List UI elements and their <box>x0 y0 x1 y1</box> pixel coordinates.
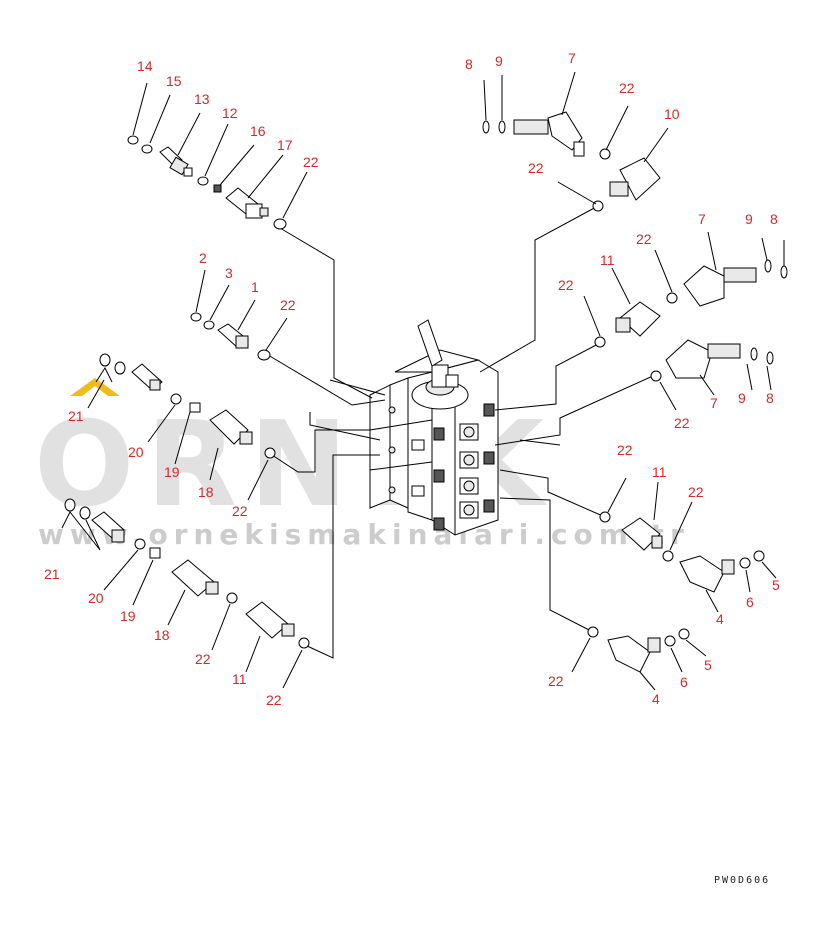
o-ring-12 <box>197 176 209 186</box>
o-ring-2 <box>190 312 202 322</box>
adapter-17 <box>225 187 269 219</box>
callout-22: 22 <box>674 415 690 431</box>
valve-ports <box>388 403 495 531</box>
callout-17: 17 <box>277 137 293 153</box>
callout-22: 22 <box>619 80 635 96</box>
callout-20: 20 <box>88 590 104 606</box>
callout-22: 22 <box>303 154 319 170</box>
o-ring-3 <box>203 320 215 330</box>
callout-9: 9 <box>738 390 746 406</box>
o-ring-22-a <box>273 218 287 230</box>
callout-22: 22 <box>280 297 296 313</box>
callout-8: 8 <box>770 211 778 227</box>
callout-10: 10 <box>664 106 680 122</box>
callout-2: 2 <box>199 250 207 266</box>
parts <box>64 111 788 673</box>
callout-18: 18 <box>198 484 214 500</box>
callout-8: 8 <box>465 56 473 72</box>
callout-7: 7 <box>710 395 718 411</box>
elbow-7-right-lower <box>665 339 741 379</box>
callout-1: 1 <box>251 279 259 295</box>
adapter-11-lower-left <box>245 601 295 639</box>
callout-22: 22 <box>558 277 574 293</box>
callout-18: 18 <box>154 627 170 643</box>
connector-21-lower <box>91 511 125 543</box>
callout-5: 5 <box>704 657 712 673</box>
elbow-7-right-upper <box>683 265 757 307</box>
callout-9: 9 <box>495 53 503 69</box>
callout-12: 12 <box>222 105 238 121</box>
callout-7: 7 <box>568 50 576 66</box>
callout-16: 16 <box>250 123 266 139</box>
callout-4: 4 <box>652 691 660 707</box>
callout-8: 8 <box>766 390 774 406</box>
callout-5: 5 <box>772 577 780 593</box>
callout-14: 14 <box>137 58 153 74</box>
callout-4: 4 <box>716 611 724 627</box>
elbow-4-lower <box>607 635 661 673</box>
adapter-18-lower <box>171 559 219 597</box>
plug-19-upper <box>189 402 201 413</box>
o-ring-22-b <box>257 349 271 361</box>
callout-9: 9 <box>745 211 753 227</box>
callout-22: 22 <box>617 442 633 458</box>
adapter-11-lower-right <box>621 517 663 551</box>
callout-22: 22 <box>195 651 211 667</box>
plug-19-lower <box>149 547 161 559</box>
callout-22: 22 <box>266 692 282 708</box>
callout-6: 6 <box>680 674 688 690</box>
elbow-7-top <box>513 111 585 157</box>
connector-13 <box>159 146 193 177</box>
callout-22: 22 <box>528 160 544 176</box>
connector-21-upper <box>131 363 163 391</box>
callout-labels: 14 15 13 12 16 17 22 2 3 1 22 21 20 19 1… <box>44 50 780 708</box>
callout-22: 22 <box>688 484 704 500</box>
elbow-10 <box>609 157 661 201</box>
watermark-url: www.ornekismakinalari.com.tr <box>38 518 690 551</box>
callout-6: 6 <box>746 594 754 610</box>
o-ring-14 <box>127 135 139 145</box>
callout-22: 22 <box>232 503 248 519</box>
o-ring-15 <box>141 144 153 154</box>
plug-16 <box>213 184 222 193</box>
callout-15: 15 <box>166 73 182 89</box>
callout-11: 11 <box>652 464 667 480</box>
drawing-code: PW0D606 <box>714 875 770 886</box>
watermark-accent-chevron <box>70 378 120 396</box>
adapter-18-upper <box>209 409 253 445</box>
callout-22: 22 <box>636 231 652 247</box>
callout-20: 20 <box>128 444 144 460</box>
control-valve-assembly <box>369 319 499 536</box>
elbow-4-upper <box>679 555 735 593</box>
callout-7: 7 <box>698 211 706 227</box>
connector-1 <box>217 323 249 349</box>
callout-11: 11 <box>232 671 247 687</box>
callout-21: 21 <box>68 408 84 424</box>
callout-19: 19 <box>120 608 136 624</box>
adapter-11-upper-right <box>615 301 661 337</box>
callout-21: 21 <box>44 566 60 582</box>
callout-19: 19 <box>164 464 180 480</box>
callout-11: 11 <box>600 252 615 268</box>
connection-lines <box>267 205 656 659</box>
callout-leaders <box>61 71 785 691</box>
callout-3: 3 <box>225 265 233 281</box>
callout-22: 22 <box>548 673 564 689</box>
callout-13: 13 <box>194 91 210 107</box>
